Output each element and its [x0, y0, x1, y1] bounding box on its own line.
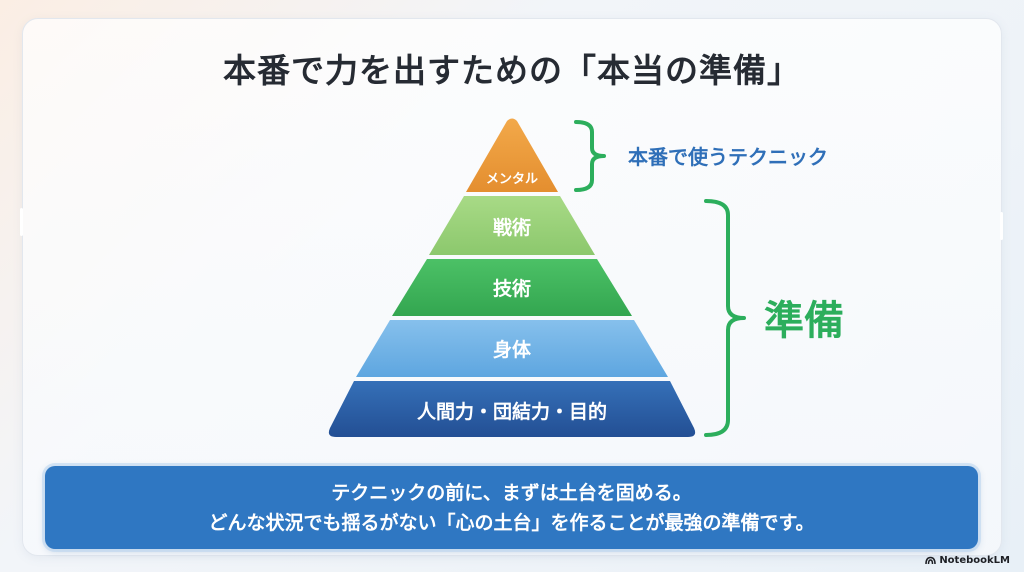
pyramid-label-mental: メンタル [486, 172, 538, 187]
technique-label: 本番で使うテクニック [628, 145, 828, 169]
page-title: 本番で力を出すための「本当の準備」 [223, 51, 801, 90]
brand-name: NotebookLM [939, 555, 1010, 566]
pyramid-layer-mental [466, 118, 558, 192]
summary-line-2: どんな状況でも揺るがない「心の土台」を作ることが最強の準備です。 [208, 511, 815, 534]
technique-bracket [574, 120, 606, 192]
summary-line-1: テクニックの前に、まずは土台を固める。 [331, 481, 692, 504]
notebooklm-logo-icon [925, 556, 937, 565]
summary-banner: テクニックの前に、まずは土台を固める。 どんな状況でも揺るがない「心の土台」を作… [45, 466, 978, 549]
pyramid-label-body: 身体 [493, 338, 532, 361]
pyramid-label-foundation: 人間力・団結力・目的 [417, 400, 607, 423]
left-edge-marker [20, 208, 23, 236]
preparation-label: 準備 [764, 298, 844, 344]
preparation-bracket [704, 199, 746, 437]
pyramid-layer-body [356, 320, 668, 377]
pyramid-layer-tactics [429, 196, 595, 255]
pyramid-layer-foundation [328, 381, 696, 437]
pyramid-label-skill: 技術 [493, 277, 531, 300]
right-edge-marker [1000, 212, 1003, 240]
pyramid-label-tactics: 戦術 [493, 216, 531, 239]
brand-mark: NotebookLM [925, 555, 1010, 566]
pyramid-layer-skill [392, 259, 632, 316]
